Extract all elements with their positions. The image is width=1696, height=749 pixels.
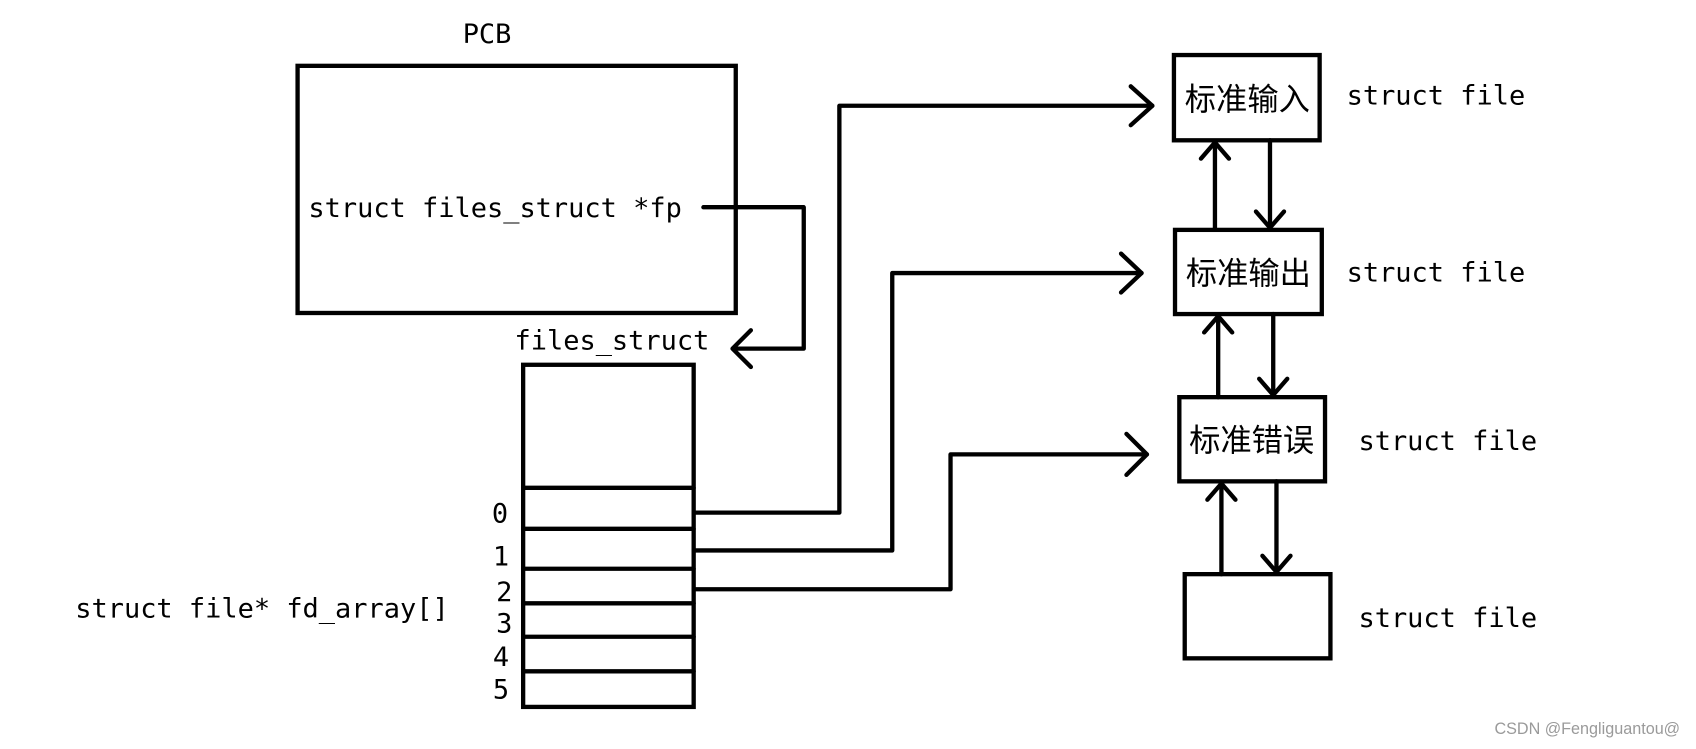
file-box-stderr-label: 标准错误 [1189, 423, 1314, 459]
fd0-pointer-line [691, 103, 1155, 515]
fd0-pointer-arrowhead [1128, 84, 1155, 128]
pcb-files-pointer-field: struct files_struct *fp [308, 193, 681, 224]
fd-index-4: 4 [493, 642, 509, 673]
link-up-arrowhead [1201, 314, 1235, 335]
file-type-label-stdin: struct file [1347, 81, 1526, 112]
fd-index-3: 3 [496, 608, 512, 639]
fd2-pointer-arrowhead [1124, 431, 1150, 478]
fd-array-label: struct file* fd_array[] [75, 593, 448, 624]
file-box-stderr [1177, 395, 1328, 484]
file-box-stdin-label: 标准输入 [1185, 82, 1310, 118]
file-type-label-stderr: struct file [1358, 426, 1537, 457]
pcb-box [295, 63, 738, 316]
fd-index-0: 0 [492, 498, 508, 529]
watermark: CSDN @Fengliguantou@ [1494, 720, 1680, 738]
fd-index-5: 5 [493, 674, 509, 705]
file-box-stdout-label: 标准输出 [1186, 256, 1311, 292]
fp-pointer-line [701, 205, 806, 351]
file-type-label-fourth: struct file [1358, 603, 1537, 634]
file-box-stdin [1171, 52, 1322, 143]
fd1-pointer-line [691, 270, 1144, 553]
link-down-arrowhead [1253, 209, 1287, 230]
link-down-arrowhead [1257, 376, 1290, 398]
fd2-pointer-line [691, 452, 1150, 592]
file-type-label-stdout: struct file [1347, 258, 1526, 289]
fd1-pointer-arrowhead [1118, 251, 1144, 295]
file-box-stdout [1172, 227, 1324, 317]
link-up-arrowhead [1198, 140, 1232, 161]
fp-pointer-arrowhead [730, 328, 754, 370]
files-struct-title: files_struct [515, 326, 710, 357]
link-up-arrowhead [1205, 481, 1238, 502]
link-down-arrowhead [1260, 553, 1293, 575]
pcb-title: PCB [463, 19, 512, 50]
fd-index-1: 1 [493, 542, 509, 573]
files-struct-box [520, 362, 696, 710]
fd-index-2: 2 [496, 577, 512, 608]
file-box-empty [1182, 572, 1333, 661]
